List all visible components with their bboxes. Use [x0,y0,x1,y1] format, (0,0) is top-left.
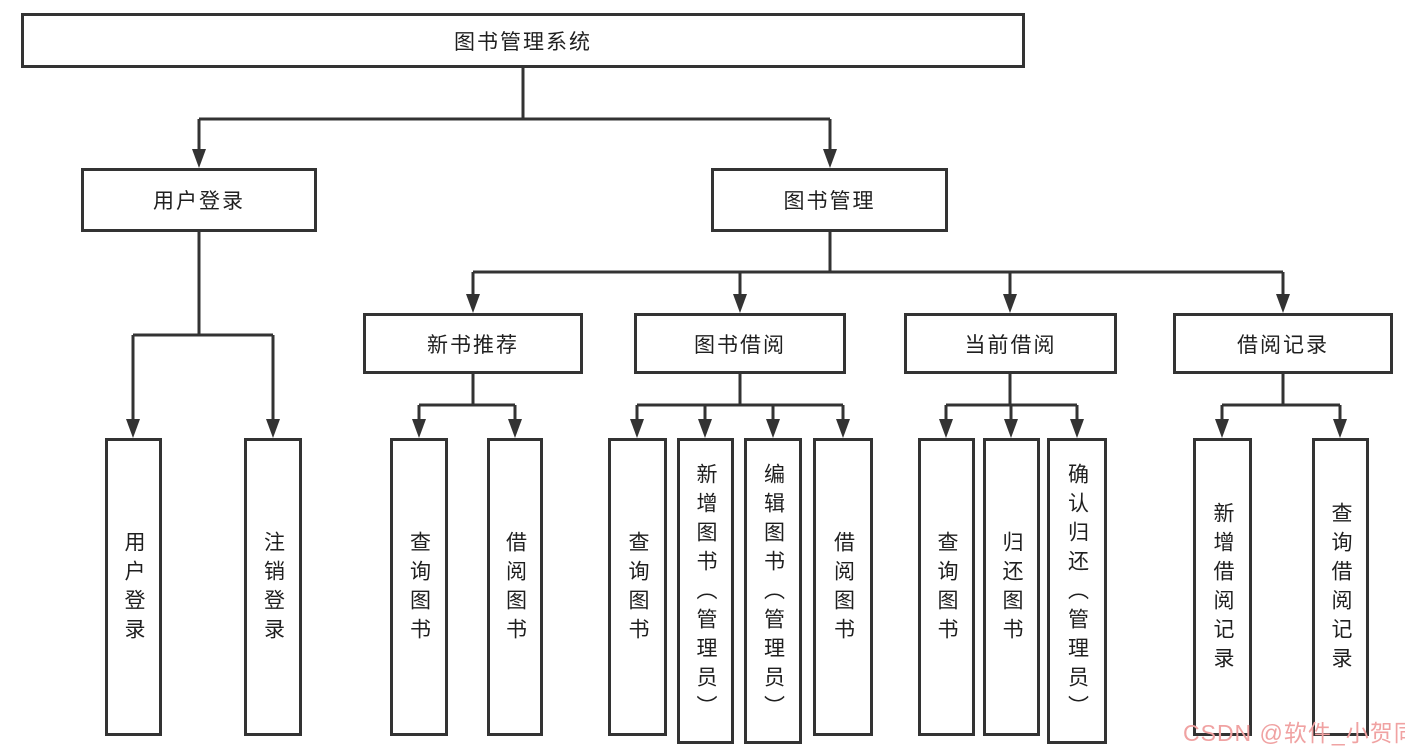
node-leaf-search-borrow-record: 查询借阅记录 [1312,438,1369,736]
node-book-borrowing: 图书借阅 [634,313,846,374]
node-borrowing-records: 借阅记录 [1173,313,1393,374]
node-leaf-borrow-books-1: 借阅图书 [487,438,543,736]
node-leaf-add-borrow-record: 新增借阅记录 [1193,438,1252,736]
arrowhead-icons [126,149,1347,438]
node-leaf-confirm-return-admin: 确认归还（管理员） [1047,438,1107,744]
node-leaf-search-books-1: 查询图书 [390,438,448,736]
node-leaf-edit-books-admin: 编辑图书（管理员） [744,438,802,744]
node-new-book-recommendation: 新书推荐 [363,313,583,374]
node-leaf-logout: 注销登录 [244,438,302,736]
node-library-management-system: 图书管理系统 [21,13,1025,68]
node-leaf-search-books-2: 查询图书 [608,438,667,736]
node-current-borrowing: 当前借阅 [904,313,1117,374]
node-leaf-user-login: 用户登录 [105,438,162,736]
node-leaf-borrow-books-2: 借阅图书 [813,438,873,736]
node-leaf-add-books-admin: 新增图书（管理员） [677,438,734,744]
node-book-management-branch: 图书管理 [711,168,948,232]
node-user-login-branch: 用户登录 [81,168,317,232]
watermark: CSDN @软件_小贺同学 [1183,720,1405,746]
node-leaf-return-books: 归还图书 [983,438,1040,736]
node-leaf-search-books-3: 查询图书 [918,438,975,736]
